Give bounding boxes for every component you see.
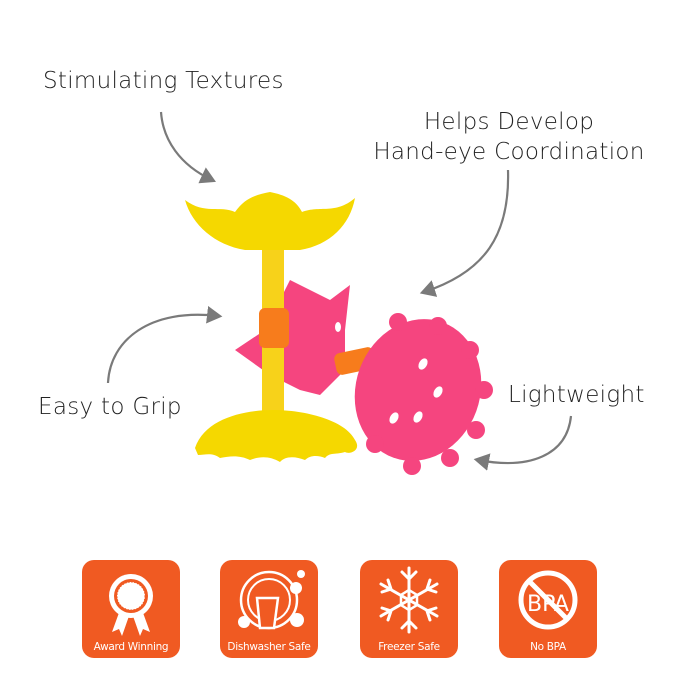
- pink-spiky-disc: [354, 319, 482, 461]
- orange-connector: [259, 308, 289, 348]
- badge-dishwasher-safe: Dishwasher Safe: [220, 560, 318, 658]
- yellow-bottom-base: [195, 410, 358, 462]
- snowflake-icon: [379, 566, 439, 634]
- yellow-top-flower: [185, 192, 355, 250]
- arrow-easy-grip: [106, 305, 223, 384]
- no-bpa-icon: BPA: [518, 570, 578, 630]
- badge-award-winning: Award Winning: [82, 560, 180, 658]
- dishwasher-icon: [238, 570, 305, 630]
- feature-hand-eye-coordination: Helps Develop Hand-eye Coordination: [369, 107, 649, 167]
- badge-label: Award Winning: [93, 641, 169, 653]
- feature-easy-to-grip: Easy to Grip: [38, 394, 182, 420]
- teether-toy-illustration: [106, 111, 573, 475]
- ribbon-medal-icon: [109, 574, 153, 636]
- feature-hand-eye-line2: Hand-eye Coordination: [373, 139, 645, 165]
- badge-label: No BPA: [530, 641, 566, 653]
- arrow-stimulating-textures: [159, 111, 216, 184]
- feature-hand-eye-line1: Helps Develop: [423, 109, 595, 135]
- feature-stimulating-textures: Stimulating Textures: [43, 68, 284, 94]
- feature-lightweight: Lightweight: [508, 382, 645, 408]
- arrow-hand-eye: [419, 169, 510, 297]
- pink-star-piece: [235, 280, 350, 395]
- badge-label: Dishwasher Safe: [227, 641, 311, 653]
- badge-no-bpa: BPA No BPA: [499, 560, 597, 658]
- badge-label: Freezer Safe: [378, 641, 440, 653]
- badge-freezer-safe: Freezer Safe: [360, 560, 458, 658]
- arrow-lightweight: [473, 415, 573, 471]
